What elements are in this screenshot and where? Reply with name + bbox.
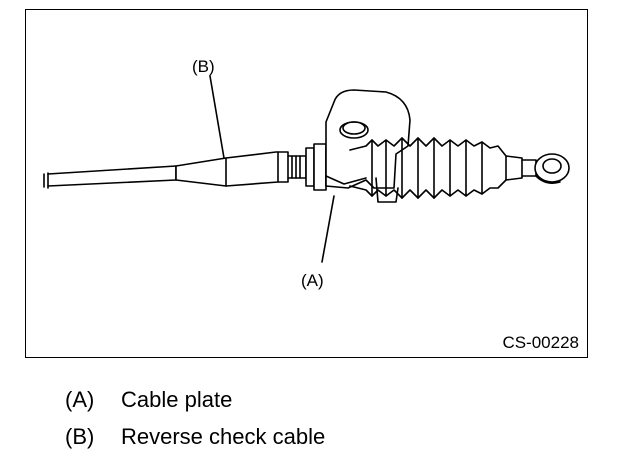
rubber-boot bbox=[349, 137, 507, 199]
figure-code: CS-00228 bbox=[502, 333, 579, 352]
rod-end bbox=[505, 153, 570, 184]
cable-sheath bbox=[175, 151, 289, 187]
callout-a: (A) bbox=[301, 271, 324, 290]
legend-item: (A) Cable plate bbox=[65, 388, 232, 412]
legend-key: (B) bbox=[65, 424, 95, 449]
legend-label: Cable plate bbox=[121, 387, 233, 412]
diagram-frame: (B) (A) CS-00228 bbox=[25, 9, 588, 358]
cable-illustration bbox=[43, 75, 570, 263]
cable-plate bbox=[325, 89, 411, 203]
legend-item: (B) Reverse check cable bbox=[65, 425, 325, 449]
inner-wire bbox=[43, 165, 177, 189]
leader-line-b bbox=[209, 75, 225, 159]
callout-b: (B) bbox=[192, 57, 215, 76]
legend-key: (A) bbox=[65, 387, 95, 412]
leader-line-a bbox=[321, 195, 335, 263]
legend-label: Reverse check cable bbox=[121, 424, 326, 449]
